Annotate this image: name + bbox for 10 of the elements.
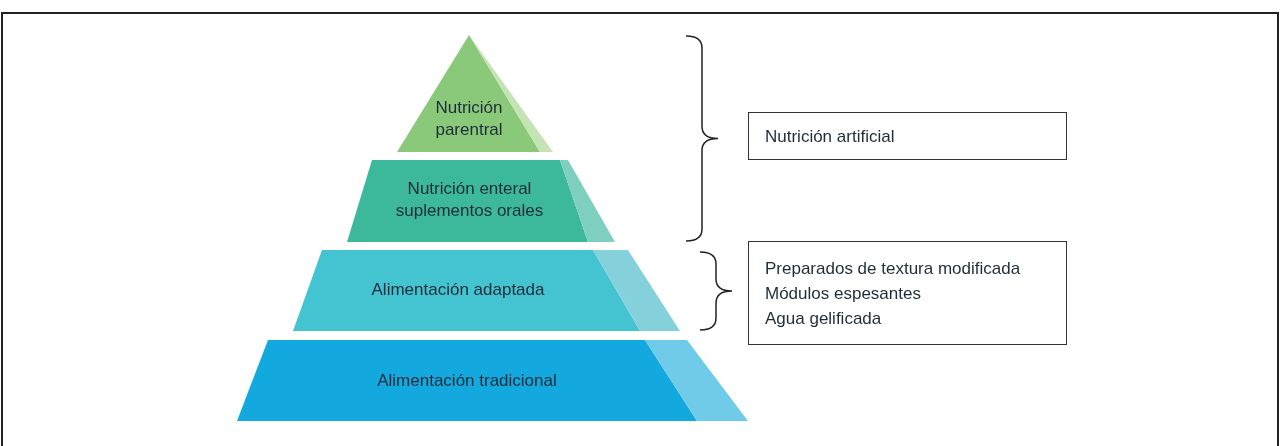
text-box bbox=[748, 241, 1067, 345]
layer-label: Nutrición parentral bbox=[434, 97, 504, 141]
layer-label: Alimentación tradicional bbox=[376, 370, 558, 392]
layer-label: Nutrición enteral suplementos orales bbox=[394, 178, 545, 222]
text-box bbox=[748, 112, 1067, 160]
layer-label: Alimentación adaptada bbox=[370, 279, 546, 301]
box-text: Agua gelificada bbox=[765, 307, 883, 330]
box-text: Nutrición artificial bbox=[765, 125, 896, 148]
box-text: Preparados de textura modificada bbox=[765, 257, 1022, 280]
box-text: Módulos espesantes bbox=[765, 282, 922, 305]
